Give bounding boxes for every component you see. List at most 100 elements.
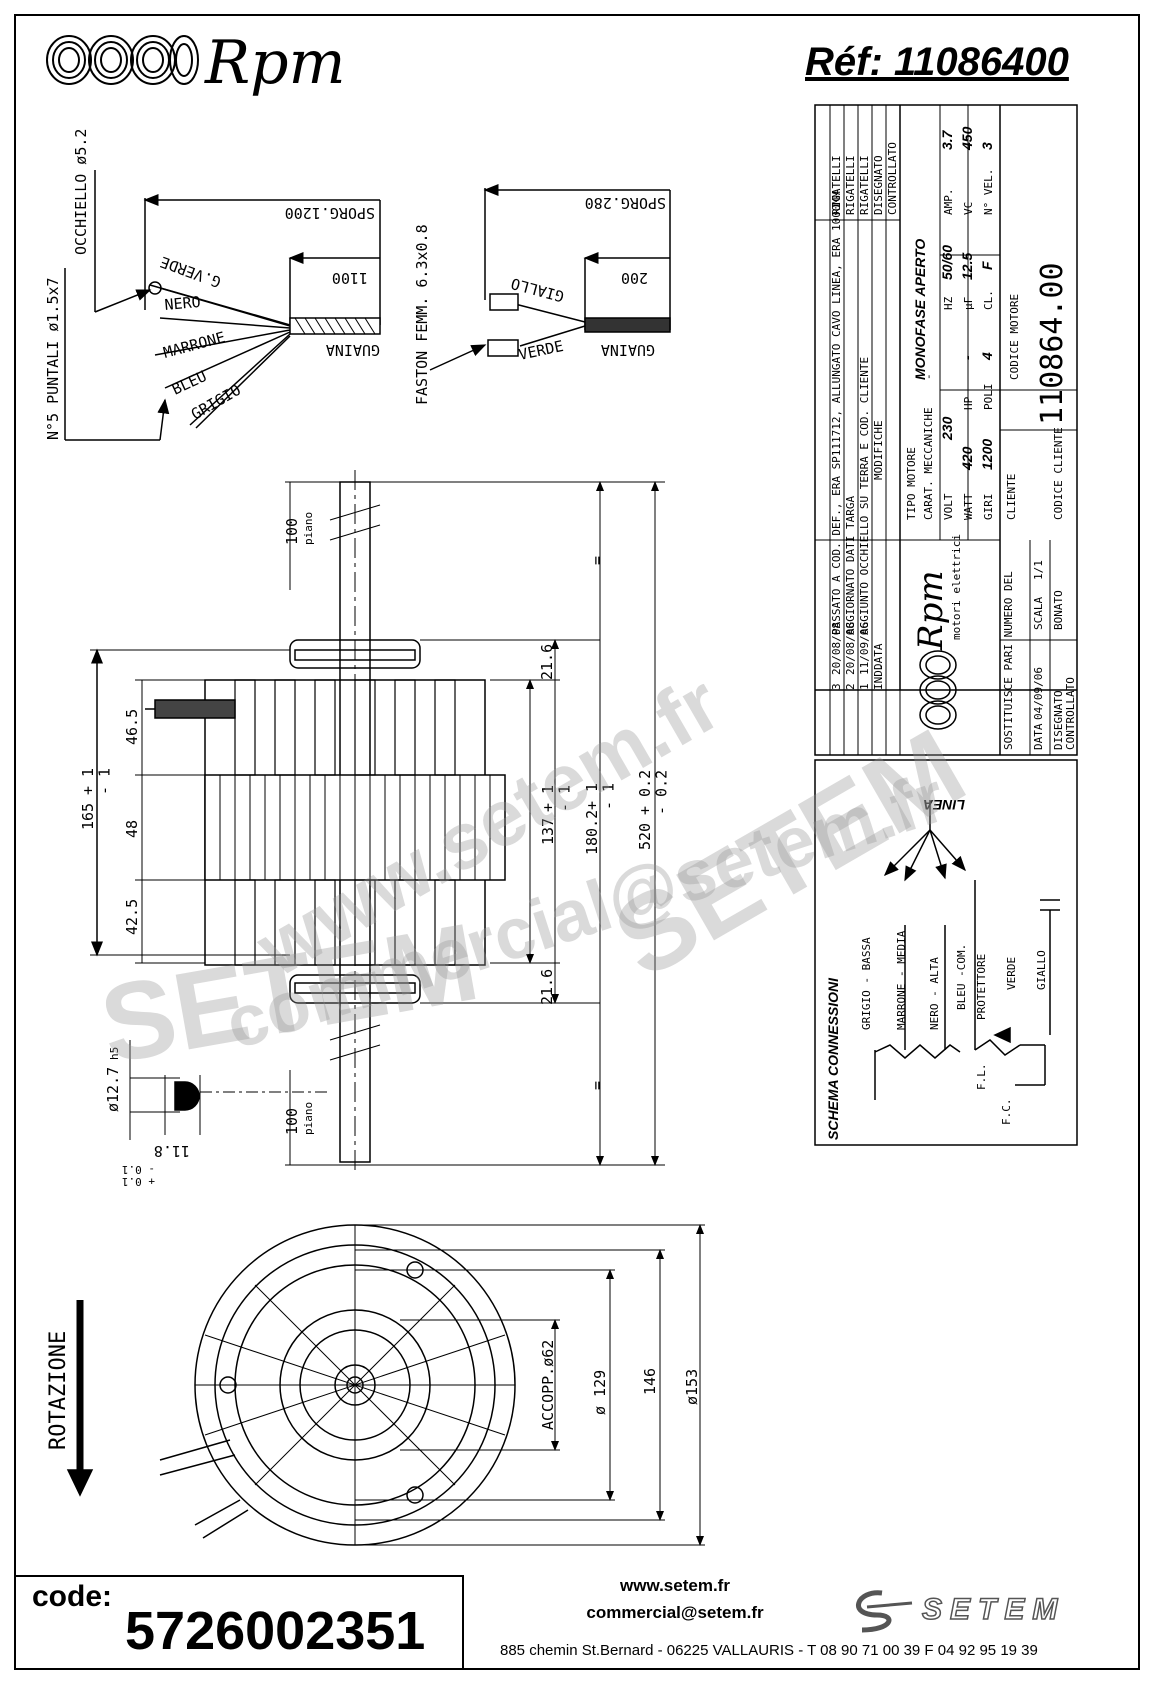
motor-side-view	[90, 470, 665, 1175]
carat-value: -	[922, 373, 935, 380]
vel-value: 3	[979, 142, 995, 150]
brand-logo-text: Rpm	[205, 28, 346, 98]
address-line: 885 chemin St.Bernard - 06225 VALLAURIS …	[500, 1642, 1038, 1659]
email-link[interactable]: commercial@setem.fr	[586, 1603, 764, 1622]
length-1100: 1100	[332, 269, 368, 287]
dim-100-bottom: 100	[283, 1108, 301, 1135]
data-label: DATA	[1032, 723, 1045, 750]
accopp-62: ACCOPP.ø62	[539, 1340, 557, 1430]
schema-giallo: GIALLO	[1035, 950, 1048, 990]
hp-label: HP	[962, 396, 975, 410]
rev-3-ind: 3	[830, 683, 843, 690]
dim-137-tol: + 1- 1	[539, 785, 574, 812]
reference-number: Réf: 11086400	[805, 40, 1069, 84]
code-value: 5726002351	[125, 1601, 426, 1661]
col-controllato: CONTROLLATO	[886, 142, 899, 215]
col-modifiche: MODIFICHE	[872, 420, 885, 480]
dim-520-tol: + 0.2- 0.2	[636, 770, 671, 815]
schema-grigio: GRIGIO - BASSA	[860, 937, 873, 1030]
drawing-sheet	[14, 14, 1140, 1670]
hz-label: HZ	[942, 296, 955, 310]
cl-label: CL.	[982, 290, 995, 310]
rev-1-ind: 1	[858, 683, 871, 690]
dia-129: ø 129	[591, 1370, 609, 1415]
vc-value: 450	[959, 126, 975, 151]
setem-logo: SETEM	[856, 1590, 1058, 1633]
rotazione-label: ROTAZIONE	[46, 1331, 71, 1450]
dim-146: 146	[641, 1368, 659, 1395]
code-label: code:	[32, 1580, 113, 1613]
eq-bottom: =	[588, 1081, 606, 1090]
rev-2-date: 20/08/08	[844, 622, 857, 675]
tipo-motore: MONOFASE APERTO	[912, 239, 928, 380]
website-link[interactable]: www.setem.fr	[620, 1576, 730, 1595]
sostituisce-label: SOSTITUISCE PARI NUMERO DEL	[1002, 571, 1015, 750]
hp-value: -	[959, 355, 975, 360]
rev-2-text: AGGIORNATO DATI TARGA	[844, 496, 857, 635]
vc-label: VC	[962, 202, 975, 215]
dim-520: 520	[636, 823, 654, 850]
codice-motore: 110864.00	[1035, 262, 1070, 425]
dim-137: 137	[539, 818, 557, 845]
rev-3-by: RIGATELLI	[830, 155, 843, 215]
piano-top: piano	[302, 512, 315, 545]
uf-label: µF	[962, 297, 975, 310]
giri-value: 1200	[979, 439, 995, 470]
puntali-label: N°5 PUNTALI ø1.5x7	[44, 277, 62, 440]
flat-dim: 11.8	[154, 1142, 190, 1160]
codice-motore-label: CODICE MOTORE	[1008, 294, 1021, 380]
rev-3-date: 20/08/08	[830, 622, 843, 675]
col-disegnato: DISEGNATO	[872, 155, 885, 215]
contact-block: www.setem.fr commercial@setem.fr	[575, 1572, 775, 1626]
wire-bleu: BLEU	[169, 367, 209, 399]
dim-180-2: 180.2	[583, 810, 601, 855]
vel-label: N° VEL.	[982, 169, 995, 215]
rev-1-text: AGGIUNTO OCCHIELLO SU TERRA E COD. CLIEN…	[858, 357, 871, 635]
tipo-motore-label: TIPO MOTORE	[905, 447, 918, 520]
controllato-label: CONTROLLATO	[1064, 677, 1077, 750]
connection-schema	[814, 759, 1078, 1146]
schema-title: SCHEMA CONNESSIONI	[825, 977, 841, 1140]
dim-48: 48	[123, 820, 141, 838]
code-box	[14, 1575, 464, 1670]
schema-verde: VERDE	[1005, 957, 1018, 990]
wiring-detail-left	[64, 170, 381, 441]
schema-fl: F.L.	[975, 1064, 988, 1091]
wire-nero: NERO	[164, 293, 202, 314]
poli-label: POLI	[982, 384, 995, 411]
carat-label: CARAT. MECCANICHE	[922, 407, 935, 520]
col-ind: IND.	[872, 664, 885, 691]
volt-label: VOLT	[942, 493, 955, 520]
dim-21-6-top: 21.6	[538, 644, 556, 680]
wiring-detail-right	[429, 184, 671, 371]
faston-label: FASTON FEMM. 6.3x0.8	[413, 224, 431, 405]
schema-fc: F.C.	[1000, 1099, 1013, 1126]
hz-value: 50/60	[939, 245, 955, 280]
title-block-brand: Rpm	[911, 570, 951, 651]
schema-bleu: BLEU -COM.	[955, 944, 968, 1010]
guaina-right: GUAINA	[601, 341, 655, 359]
piano-bottom: piano	[302, 1102, 315, 1135]
dim-21-6-bottom: 21.6	[538, 969, 556, 1005]
dim-165-tol: + 1- 1	[79, 768, 114, 795]
wire-g-verde: G.VERDE	[158, 253, 224, 292]
dim-165: 165	[79, 803, 97, 830]
flat-tol: + 0.1- 0.1	[122, 1163, 155, 1188]
motor-front-view	[66, 1224, 705, 1546]
disegnato-label: DISEGNATO	[1052, 690, 1065, 750]
title-block-brand-sub: motori elettrici	[950, 534, 963, 640]
guaina-left: GUAINA	[326, 341, 380, 359]
rev-3-text: PASSATO A COD. DEF., ERA SP111712, ALLUN…	[830, 191, 843, 635]
watt-value: 420	[959, 446, 975, 471]
schema-marrone: MARRONE - MEDIA	[895, 930, 908, 1030]
rpm-coil-logo	[46, 35, 199, 85]
eq-top: =	[588, 556, 606, 565]
shaft-diameter: ø12.7	[104, 1067, 122, 1112]
wire-verde: VERDE	[517, 337, 565, 364]
codice-cliente-label: CODICE CLIENTE	[1052, 427, 1065, 520]
watt-label: WATT	[962, 493, 975, 520]
volt-value: 230	[939, 416, 955, 441]
amp-value: 3.7	[939, 129, 955, 150]
dia-153: ø153	[683, 1369, 701, 1405]
schema-nero: NERO - ALTA	[928, 957, 941, 1030]
